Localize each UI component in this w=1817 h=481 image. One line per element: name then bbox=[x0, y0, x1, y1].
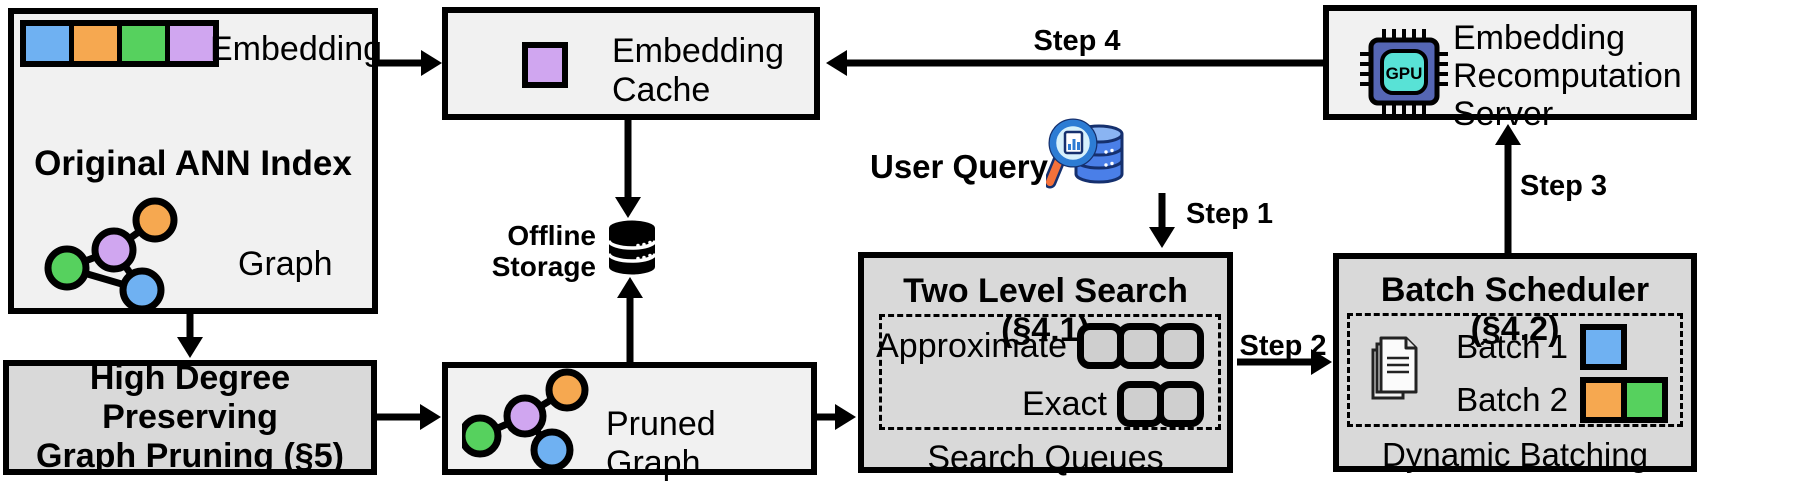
batch-square-orange bbox=[1580, 377, 1627, 423]
offline-storage-database-icon bbox=[607, 220, 657, 275]
batch-row: Batch 2 bbox=[1456, 375, 1668, 425]
ann-graph-icon bbox=[44, 197, 178, 313]
embedding-cell-blue bbox=[26, 26, 69, 61]
step-1-label: Step 1 bbox=[1186, 198, 1274, 230]
graph-pruning-box: High Degree Preserving Graph Pruning (§5… bbox=[3, 358, 377, 476]
step-4-label: Step 4 bbox=[1033, 25, 1121, 57]
pruned-graph-icon bbox=[462, 368, 589, 469]
original-ann-index-box: Embedding Original ANN Index Graph bbox=[8, 8, 382, 314]
search-queues-caption: Search Queues bbox=[927, 439, 1164, 477]
arrow-pruning-to-prunedgraph bbox=[377, 404, 441, 430]
embedding-cache-box: Embedding Cache bbox=[442, 7, 820, 120]
batch-rows: Batch 1 Batch 2 bbox=[1347, 313, 1683, 427]
original-ann-index-title: Original ANN Index bbox=[34, 144, 352, 183]
two-level-search-title: Two Level Search (§4.1) bbox=[903, 272, 1188, 350]
gpu-chip-icon: GPU bbox=[1360, 29, 1448, 115]
batch-scheduler-title: Batch Scheduler (§4.2) bbox=[1380, 271, 1650, 349]
recomputation-server-box: GPU Embedding Recomputation Server bbox=[1323, 5, 1697, 133]
queue-slot bbox=[1157, 323, 1204, 369]
user-query-icon bbox=[1046, 118, 1124, 189]
step-3-label: Step 3 bbox=[1520, 170, 1608, 202]
arrow-step3-batch-to-server bbox=[1495, 124, 1521, 253]
arrow-cache-to-storage bbox=[615, 120, 641, 218]
offline-storage-label: Offline Storage bbox=[491, 220, 596, 282]
arrow-index-to-pruning bbox=[177, 314, 203, 358]
batch-scheduler-box: Batch Scheduler (§4.2) Batch 1 Batch 2 Dy… bbox=[1333, 253, 1697, 473]
user-query-label: User Query bbox=[870, 148, 1048, 185]
queue-row-label: Exact bbox=[1021, 384, 1107, 423]
arrow-index-to-cache bbox=[378, 50, 442, 76]
queue-slot bbox=[1077, 323, 1124, 369]
embedding-cells bbox=[20, 20, 219, 67]
queue-row: Exact bbox=[894, 379, 1204, 429]
cached-embedding-square bbox=[522, 42, 568, 88]
arrow-prunedgraph-to-search bbox=[817, 404, 856, 430]
embedding-cell-purple bbox=[165, 26, 213, 61]
pruned-graph-box: Pruned Graph bbox=[442, 362, 817, 481]
queue-slot bbox=[1117, 381, 1164, 427]
arrow-prunedgraph-to-storage bbox=[617, 277, 643, 362]
recomputation-server-label: Embedding Recomputation Server bbox=[1453, 19, 1682, 134]
batch-label: Batch 2 bbox=[1456, 381, 1568, 418]
batch-squares bbox=[1580, 377, 1668, 423]
batch-square-blue bbox=[1580, 324, 1627, 370]
documents-icon bbox=[1371, 336, 1418, 400]
batch-squares bbox=[1580, 324, 1627, 370]
gpu-chip-label: GPU bbox=[1386, 64, 1423, 83]
batch-row: Batch 1 bbox=[1456, 322, 1627, 372]
queue-slots bbox=[1117, 381, 1204, 427]
batch-label: Batch 1 bbox=[1456, 328, 1568, 365]
graph-pruning-title: High Degree Preserving Graph Pruning (§5… bbox=[36, 358, 344, 476]
dynamic-batching-caption: Dynamic Batching bbox=[1382, 436, 1648, 473]
embedding-cell-orange bbox=[69, 26, 117, 61]
queue-slot bbox=[1157, 381, 1204, 427]
queue-row-label: Approximate bbox=[876, 326, 1067, 365]
embedding-cell-green bbox=[117, 26, 165, 61]
queue-row: Approximate bbox=[876, 321, 1204, 371]
pruned-graph-label: Pruned Graph bbox=[606, 405, 716, 481]
embedding-cache-label: Embedding Cache bbox=[612, 32, 785, 110]
embedding-label: Embedding bbox=[210, 30, 383, 68]
arrow-step1-query-to-search bbox=[1149, 193, 1175, 248]
batch-square-green bbox=[1621, 377, 1668, 423]
queue-slots bbox=[1077, 323, 1204, 369]
graph-label: Graph bbox=[238, 245, 333, 283]
step-2-label: Step 2 bbox=[1239, 330, 1327, 362]
